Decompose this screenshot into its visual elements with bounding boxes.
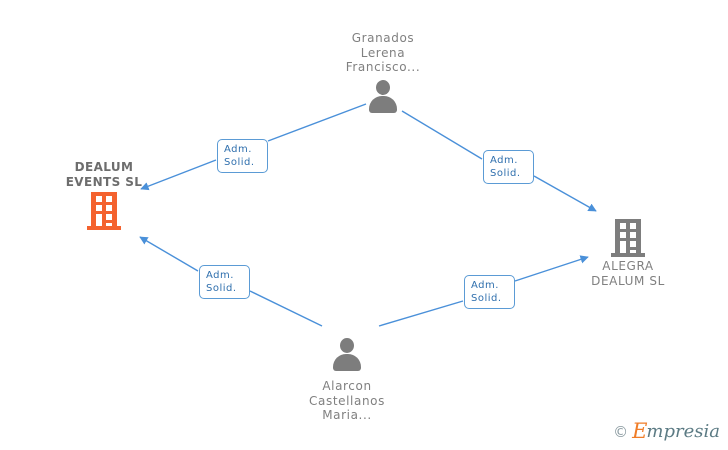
node-granados-label: Granados Lerena Francisco... <box>345 31 421 74</box>
edge-alarcon-to-alegra-dealum-seg2 <box>514 255 589 282</box>
node-dealum-events-label: DEALUM EVENTS SL <box>65 160 143 189</box>
edge-label-line1: Adm. <box>224 144 252 155</box>
brand-name: mpresia <box>646 420 720 442</box>
building-icon[interactable] <box>553 219 703 259</box>
edge-label-alarcon-to-dealum-events[interactable]: Adm. Solid. <box>199 265 250 299</box>
node-alarcon-label: Alarcon Castellanos Maria... <box>309 379 385 422</box>
edge-label-line2: Solid. <box>206 283 237 294</box>
edge-granados-to-alegra-dealum-seg1 <box>401 110 483 160</box>
brand-initial: E <box>632 419 648 443</box>
edge-label-granados-to-dealum-events[interactable]: Adm. Solid. <box>217 139 268 173</box>
edge-label-line1: Adm. <box>206 270 234 281</box>
person-icon[interactable] <box>272 337 422 377</box>
node-alegra-dealum-label: ALEGRA DEALUM SL <box>591 259 665 288</box>
edge-granados-to-alegra-dealum-seg2 <box>533 175 597 212</box>
node-alegra-dealum[interactable]: ALEGRA DEALUM SL <box>553 219 703 288</box>
node-granados[interactable]: Granados Lerena Francisco... <box>308 31 458 119</box>
edge-label-line2: Solid. <box>224 157 255 168</box>
edge-alarcon-to-dealum-events-seg2 <box>139 236 199 272</box>
empresia-watermark: © E mpresia <box>613 421 720 442</box>
edge-granados-to-dealum-events-seg1 <box>267 103 367 142</box>
edge-label-line2: Solid. <box>471 293 502 304</box>
edge-granados-to-dealum-events-seg2 <box>140 159 217 191</box>
building-icon[interactable] <box>29 192 179 232</box>
edge-label-line1: Adm. <box>471 280 499 291</box>
node-dealum-events[interactable]: DEALUM EVENTS SL <box>29 160 179 232</box>
copyright-icon: © <box>613 422 629 441</box>
node-alarcon[interactable]: Alarcon Castellanos Maria... <box>272 337 422 423</box>
edge-label-line1: Adm. <box>490 155 518 166</box>
edge-alarcon-to-alegra-dealum-seg1 <box>378 300 464 327</box>
edge-label-alarcon-to-alegra-dealum[interactable]: Adm. Solid. <box>464 275 515 309</box>
person-icon[interactable] <box>308 79 458 119</box>
edge-label-line2: Solid. <box>490 168 521 179</box>
edge-label-granados-to-alegra-dealum[interactable]: Adm. Solid. <box>483 150 534 184</box>
edge-alarcon-to-dealum-events-seg1 <box>249 290 323 327</box>
